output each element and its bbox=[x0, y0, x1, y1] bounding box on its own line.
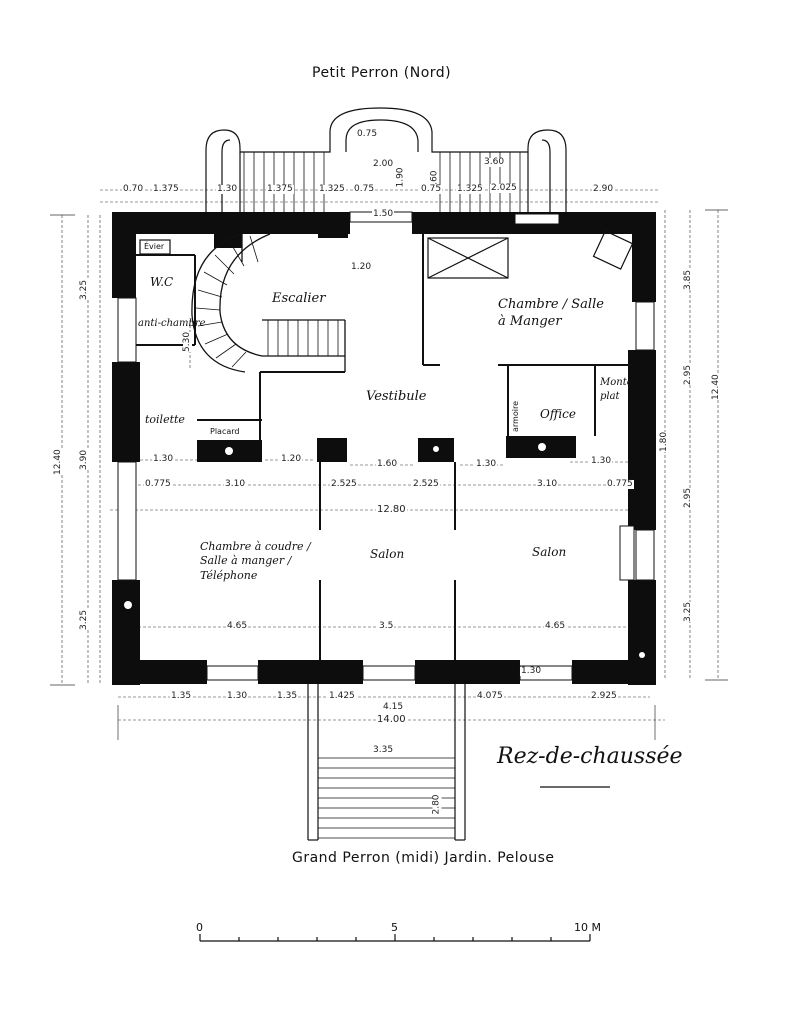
room-label-armoire: armoire bbox=[511, 401, 520, 432]
dim-right-1: 2.95 bbox=[683, 364, 693, 385]
dim-width-total: 12.80 bbox=[376, 504, 407, 515]
room-label-anti-chambre: anti-chambre bbox=[138, 318, 206, 329]
dim-misc-3: 1.30 bbox=[520, 666, 543, 676]
dim-misc-2: 1.80 bbox=[659, 431, 669, 452]
room-label-toilette: toilette bbox=[145, 413, 185, 426]
room-label-office: Office bbox=[540, 407, 576, 421]
dim-bottom-total: 14.00 bbox=[376, 714, 407, 725]
dim-top-7: 0.75 bbox=[420, 184, 443, 194]
dim-height-total-left: 12.40 bbox=[53, 449, 63, 475]
dim-open-3: 1.30 bbox=[475, 459, 498, 469]
dim-mid-2: 2.525 bbox=[330, 479, 358, 489]
dim-salon-2: 4.65 bbox=[544, 621, 567, 631]
dim-right-0: 3.85 bbox=[683, 269, 693, 290]
scale-tick-0: 0 bbox=[196, 921, 203, 934]
dim-bottom-4: 4.075 bbox=[476, 691, 504, 701]
dim-mid-4: 3.10 bbox=[536, 479, 559, 489]
dim-top-1: 1.375 bbox=[152, 184, 180, 194]
room-label-evier: Évier bbox=[144, 242, 165, 251]
dim-north-5: 3.60 bbox=[483, 157, 506, 167]
dim-misc-1: 5.30 bbox=[182, 331, 192, 352]
dim-bottom-1: 1.30 bbox=[226, 691, 249, 701]
south-perron-label: Grand Perron (midi) Jardin. Pelouse bbox=[292, 850, 555, 866]
dim-top-5: 0.75 bbox=[353, 184, 376, 194]
dim-stair-width: 3.35 bbox=[372, 745, 395, 755]
dim-top-9: 2.90 bbox=[592, 184, 615, 194]
room-label-salon-center: Salon bbox=[370, 547, 405, 561]
room-label-chambre-salle: Chambre / Salle à Manger bbox=[498, 297, 604, 329]
dim-north-2: 1.50 bbox=[372, 209, 395, 219]
dim-top-4: 1.325 bbox=[318, 184, 346, 194]
dim-north-6: 2.025 bbox=[490, 183, 518, 193]
dim-open-2: 1.60 bbox=[376, 459, 399, 469]
dim-stair-depth: 2.80 bbox=[431, 793, 442, 816]
room-label-vestibule: Vestibule bbox=[366, 389, 427, 404]
north-perron-label: Petit Perron (Nord) bbox=[312, 65, 452, 81]
scale-tick-5: 5 bbox=[391, 921, 398, 934]
level-label: Rez-de-chaussée bbox=[497, 744, 683, 769]
dim-bottom-2: 1.35 bbox=[276, 691, 299, 701]
dim-top-3: 1.375 bbox=[266, 184, 294, 194]
dim-open-1: 1.20 bbox=[280, 454, 303, 464]
dim-left-0: 3.25 bbox=[79, 279, 89, 300]
dim-left-1: 3.90 bbox=[79, 449, 89, 470]
dim-bottom-0: 1.35 bbox=[170, 691, 193, 701]
room-label-monte-plat: Monte plat bbox=[600, 377, 633, 402]
room-label-wc: W.C bbox=[150, 275, 174, 289]
room-label-placard: Placard bbox=[210, 427, 240, 436]
dim-bottom-5: 2.925 bbox=[590, 691, 618, 701]
dim-mid-0: 0.775 bbox=[144, 479, 172, 489]
room-label-salon-right: Salon bbox=[532, 545, 567, 559]
dim-salon-0: 4.65 bbox=[226, 621, 249, 631]
dim-open-4: 1.30 bbox=[590, 456, 613, 466]
dim-bottom-3: 1.425 bbox=[328, 691, 356, 701]
scale-tick-10: 10 M bbox=[574, 921, 601, 934]
dim-mid-3: 2.525 bbox=[412, 479, 440, 489]
dim-mid-1: 3.10 bbox=[224, 479, 247, 489]
dim-salon-1: 3.5 bbox=[378, 621, 395, 631]
dim-mid-5: 0.775 bbox=[606, 479, 634, 489]
dim-right-2: 2.95 bbox=[683, 487, 693, 508]
dim-misc-0: 1.20 bbox=[350, 262, 373, 272]
dim-top-2: 1.30 bbox=[216, 184, 239, 194]
dim-left-2: 3.25 bbox=[79, 609, 89, 630]
dim-top-0: 0.70 bbox=[122, 184, 145, 194]
dim-top-8: 1.325 bbox=[456, 184, 484, 194]
dim-misc-4: 4.15 bbox=[382, 702, 405, 712]
dim-top-6: 2.00 bbox=[372, 159, 395, 169]
dim-height-total-right: 12.40 bbox=[711, 374, 721, 400]
room-label-escalier: Escalier bbox=[272, 291, 326, 306]
dim-north-1: 0.75 bbox=[356, 129, 379, 139]
room-label-chambre-left: Chambre à coudre / Salle à manger / Télé… bbox=[200, 540, 311, 582]
dim-right-3: 3.25 bbox=[683, 601, 693, 622]
dim-open-0: 1.30 bbox=[152, 454, 175, 464]
dim-north-3: 1.90 bbox=[395, 166, 406, 189]
